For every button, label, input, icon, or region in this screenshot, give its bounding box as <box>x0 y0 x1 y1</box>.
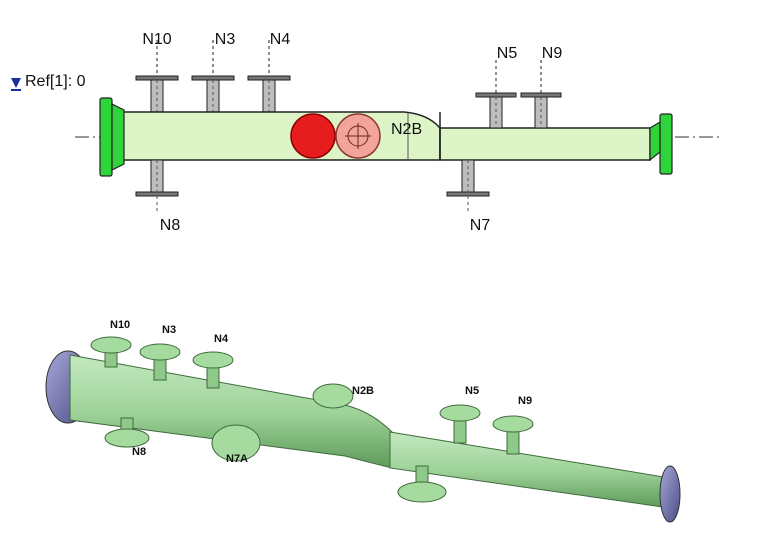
iso-body-small <box>389 431 671 509</box>
iso-nozzle-n5 <box>439 404 481 444</box>
iso-end-left <box>45 350 91 424</box>
iso-label-n3: N3 <box>162 324 176 336</box>
iso-label-n9: N9 <box>518 395 532 407</box>
iso-nozzle-n7 <box>397 465 447 503</box>
iso-nozzle-n4 <box>192 351 234 389</box>
iso-label-n7a: N7A <box>226 453 248 465</box>
label-n5: N5 <box>497 45 518 62</box>
shell-small <box>439 127 651 161</box>
ref-triangle-icon <box>11 78 21 88</box>
nozzle-n7-bottom <box>446 159 490 212</box>
iso-label-n5: N5 <box>465 385 479 397</box>
nozzle-n8-bottom <box>135 159 179 212</box>
iso-nozzle-n2b <box>312 383 354 409</box>
iso-end-right <box>659 465 681 523</box>
label-n4: N4 <box>270 31 291 48</box>
nozzle-n9-top <box>520 60 562 129</box>
nozzle-n5-top <box>475 60 517 129</box>
nozzle-n4-top <box>247 40 291 113</box>
end-flange-right <box>649 113 673 175</box>
ref-label: Ref[1]: 0 <box>25 73 86 90</box>
iso-label-n4: N4 <box>214 333 229 345</box>
nozzle-n3-top <box>191 40 235 113</box>
label-n8: N8 <box>160 217 181 234</box>
iso-label-n10: N10 <box>110 319 130 331</box>
nozzle-n10-top <box>135 40 179 113</box>
iso-nozzle-n3 <box>139 343 181 381</box>
iso-nozzle-n9 <box>492 415 534 455</box>
iso-nozzle-n10 <box>90 336 132 368</box>
iso-label-n8: N8 <box>132 446 146 458</box>
label-n7: N7 <box>470 217 491 234</box>
label-n2b: N2B <box>391 121 422 138</box>
iso-label-n2b: N2B <box>352 385 374 397</box>
marker-solid <box>290 113 336 159</box>
iso-body-large <box>69 354 393 469</box>
label-n10: N10 <box>142 31 171 48</box>
iso-nozzle-n8 <box>104 417 150 448</box>
label-n9: N9 <box>542 45 563 62</box>
label-n3: N3 <box>215 31 236 48</box>
end-flange-left <box>99 97 125 177</box>
marker-light <box>335 113 381 159</box>
iso-nozzle-n7a <box>211 424 261 462</box>
elevation-view: Ref[1]: 0 N10 N3 N4 N5 N9 N2B N8 N7 <box>11 31 722 234</box>
